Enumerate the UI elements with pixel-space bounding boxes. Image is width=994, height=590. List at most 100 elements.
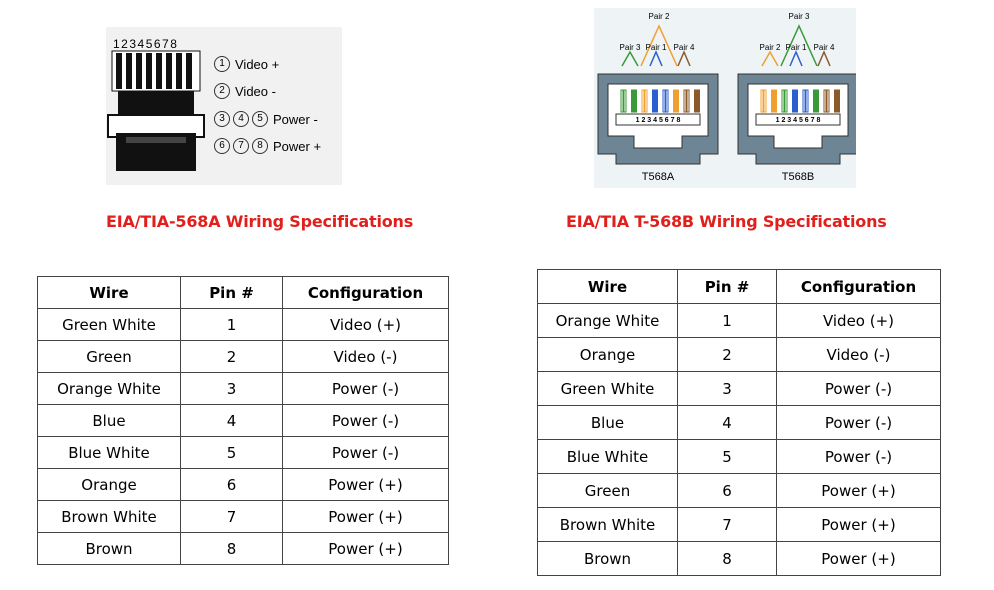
pin-header: Pin # [180,276,283,309]
pair-arc [640,24,678,67]
wire-8 [834,89,840,113]
pair-label: Pair 1 [786,43,807,52]
legend-label: Video - [235,83,276,99]
pair-label: Pair 3 [620,43,641,52]
wire-cell: Orange [37,468,181,501]
pin-cell: 4 [677,405,777,440]
pin-cell: 5 [180,436,283,469]
wire-2 [631,89,637,113]
wire-cell: Green White [37,308,181,341]
pin-circle: 5 [252,111,268,127]
configuration-cell: Video (-) [282,340,449,373]
pin-cell: 7 [180,500,283,533]
configuration-cell: Power (-) [282,372,449,405]
rj45-plug-icon [107,50,205,171]
pair-label: Pair 3 [789,12,810,21]
configuration-cell: Power (-) [282,404,449,437]
plug-contacts [111,50,201,92]
t568b-label: T568B [782,171,814,183]
pin-header: Pin # [677,269,777,304]
wire-2 [771,89,777,113]
wire-cell: Blue [537,405,678,440]
legend-label: Power + [273,138,322,154]
pin-cell: 2 [677,337,777,372]
wire-cell: Brown White [37,500,181,533]
t568b-jack [737,24,856,165]
wire-8 [694,89,700,113]
t568-jack-diagram: Pair 2 Pair 3 Pair 1 Pair 4 1 2 3 4 5 6 7 8 T… [597,12,856,183]
pair-arc [621,50,639,67]
legend-row: 1 Video + [214,56,279,72]
pair-arc [789,50,803,67]
pin-cell: 2 [180,340,283,373]
pin-cell: 6 [180,468,283,501]
pair-arc [649,50,663,67]
pin-number-strip: 1 2 3 4 5 6 7 8 [776,117,821,124]
pair-label: Pair 2 [649,12,670,21]
pin-circle: 4 [233,111,249,127]
configuration-cell: Power (-) [282,436,449,469]
wire-cell: Brown White [537,507,678,542]
pin-circle: 2 [214,83,230,99]
configuration-cell: Video (+) [282,308,449,341]
wire-6 [813,89,819,113]
configuration-cell: Power (+) [282,532,449,565]
t568a-label: T568A [642,171,675,183]
pin-circle: 3 [214,111,230,127]
configuration-cell: Power (+) [282,500,449,533]
pair-label: Pair 2 [760,43,781,52]
pair-label: Pair 4 [674,43,695,52]
wire-cell: Orange White [37,372,181,405]
pin-circle: 1 [214,56,230,72]
pin-cell: 3 [180,372,283,405]
pin-cell: 8 [677,541,777,576]
pin-cell: 7 [677,507,777,542]
pin-cell: 1 [677,303,777,338]
pair-label: Pair 1 [646,43,667,52]
wire-cell: Brown [37,532,181,565]
legend-label: Power - [273,111,318,127]
pair-arc [677,50,691,67]
wire-cell: Brown [537,541,678,576]
wire-cell: Blue [37,404,181,437]
configuration-cell: Power (+) [282,468,449,501]
pin-number-strip: 1 2 3 4 5 6 7 8 [636,117,681,124]
pin-strip [615,113,701,126]
pin-strip [755,113,841,126]
legend-label: Video + [235,56,280,72]
pin-circle: 6 [214,138,230,154]
configuration-cell: Power (+) [776,473,941,508]
wire-cell: Orange [537,337,678,372]
pin-cell: 5 [677,439,777,474]
pair-arc [761,50,779,67]
wire-cell: Green [537,473,678,508]
pin-cell: 4 [180,404,283,437]
wire-cell: Orange White [537,303,678,338]
wire-cell: Blue White [37,436,181,469]
configuration-cell: Video (-) [776,337,941,372]
configuration-cell: Power (+) [776,541,941,576]
t568a-jack [597,24,719,165]
configuration-cell: Power (-) [776,405,941,440]
wire-cell: Green [37,340,181,373]
configuration-cell: Power (-) [776,439,941,474]
pin-cell: 8 [180,532,283,565]
configuration-header: Configuration [776,269,941,304]
